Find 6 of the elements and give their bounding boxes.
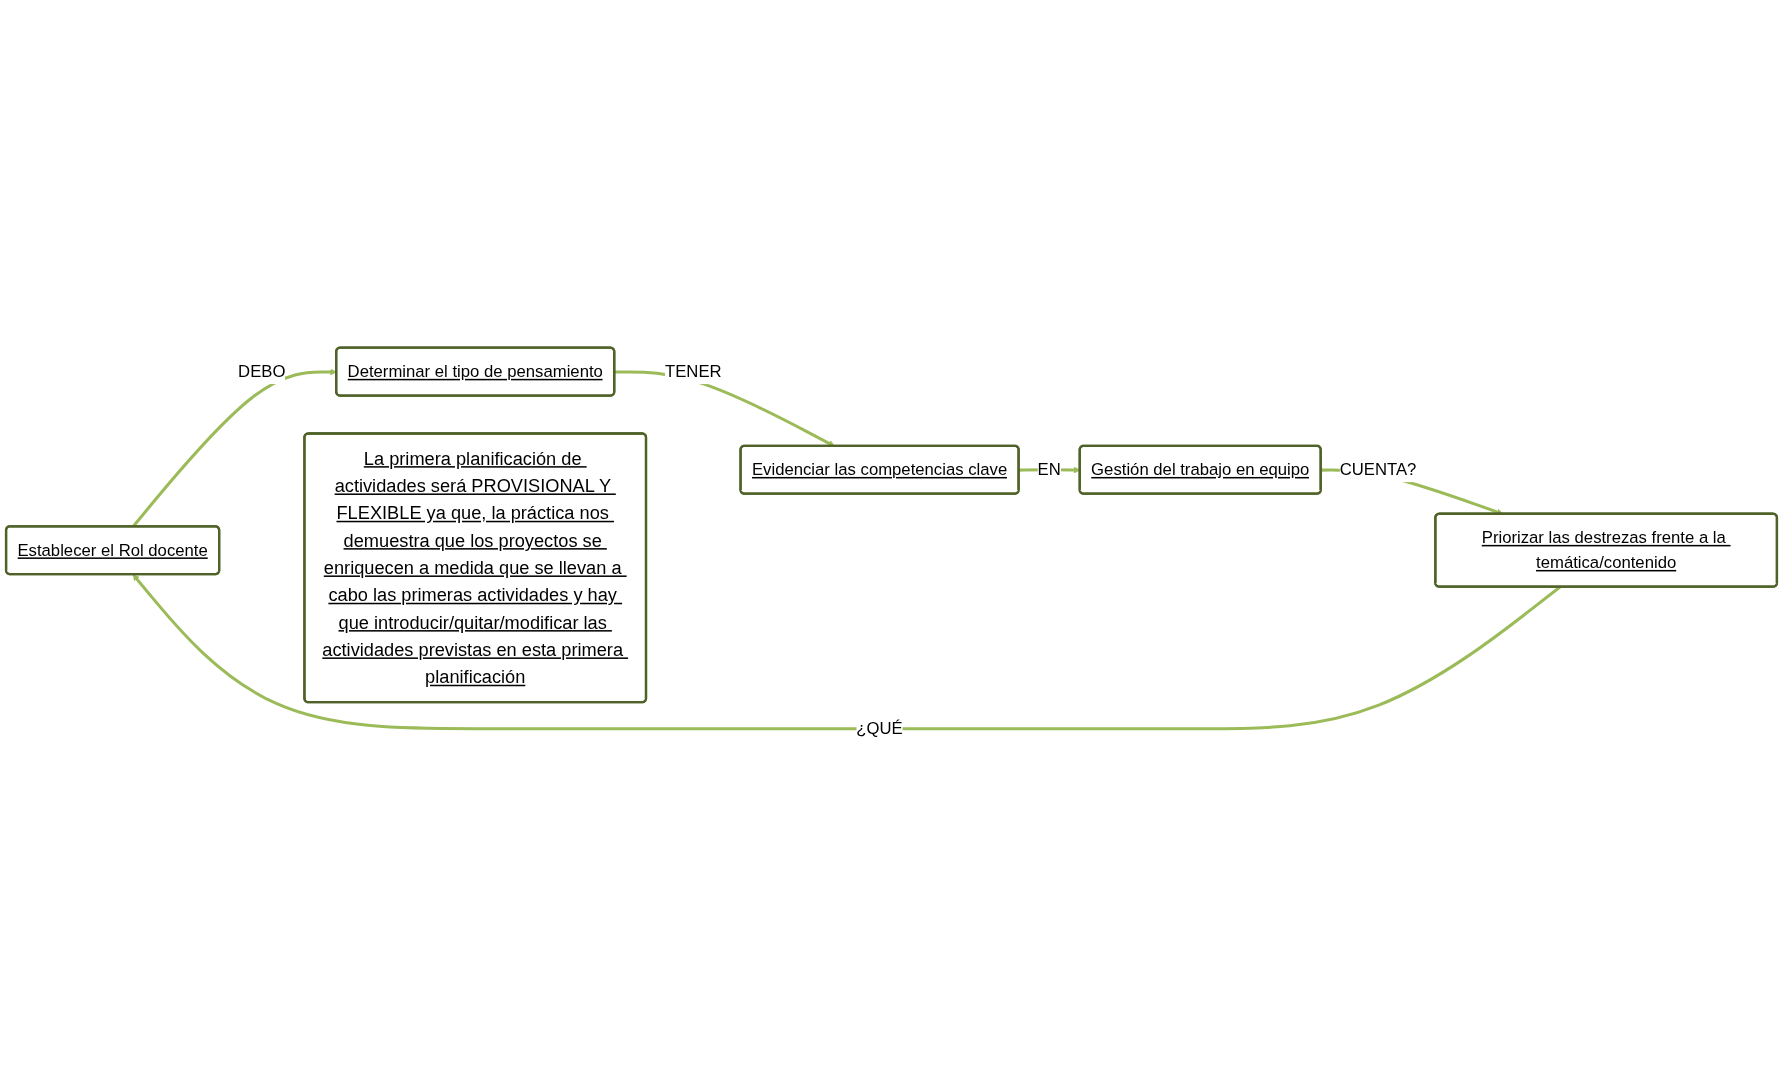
edge-label: CUENTA?: [1339, 460, 1417, 480]
edge-label: EN: [1037, 460, 1061, 480]
arrow: [132, 574, 1561, 731]
edge-label: DEBO: [238, 362, 286, 382]
edge-label: TENER: [664, 362, 722, 382]
edge-label: ¿QUÉ: [856, 719, 903, 739]
